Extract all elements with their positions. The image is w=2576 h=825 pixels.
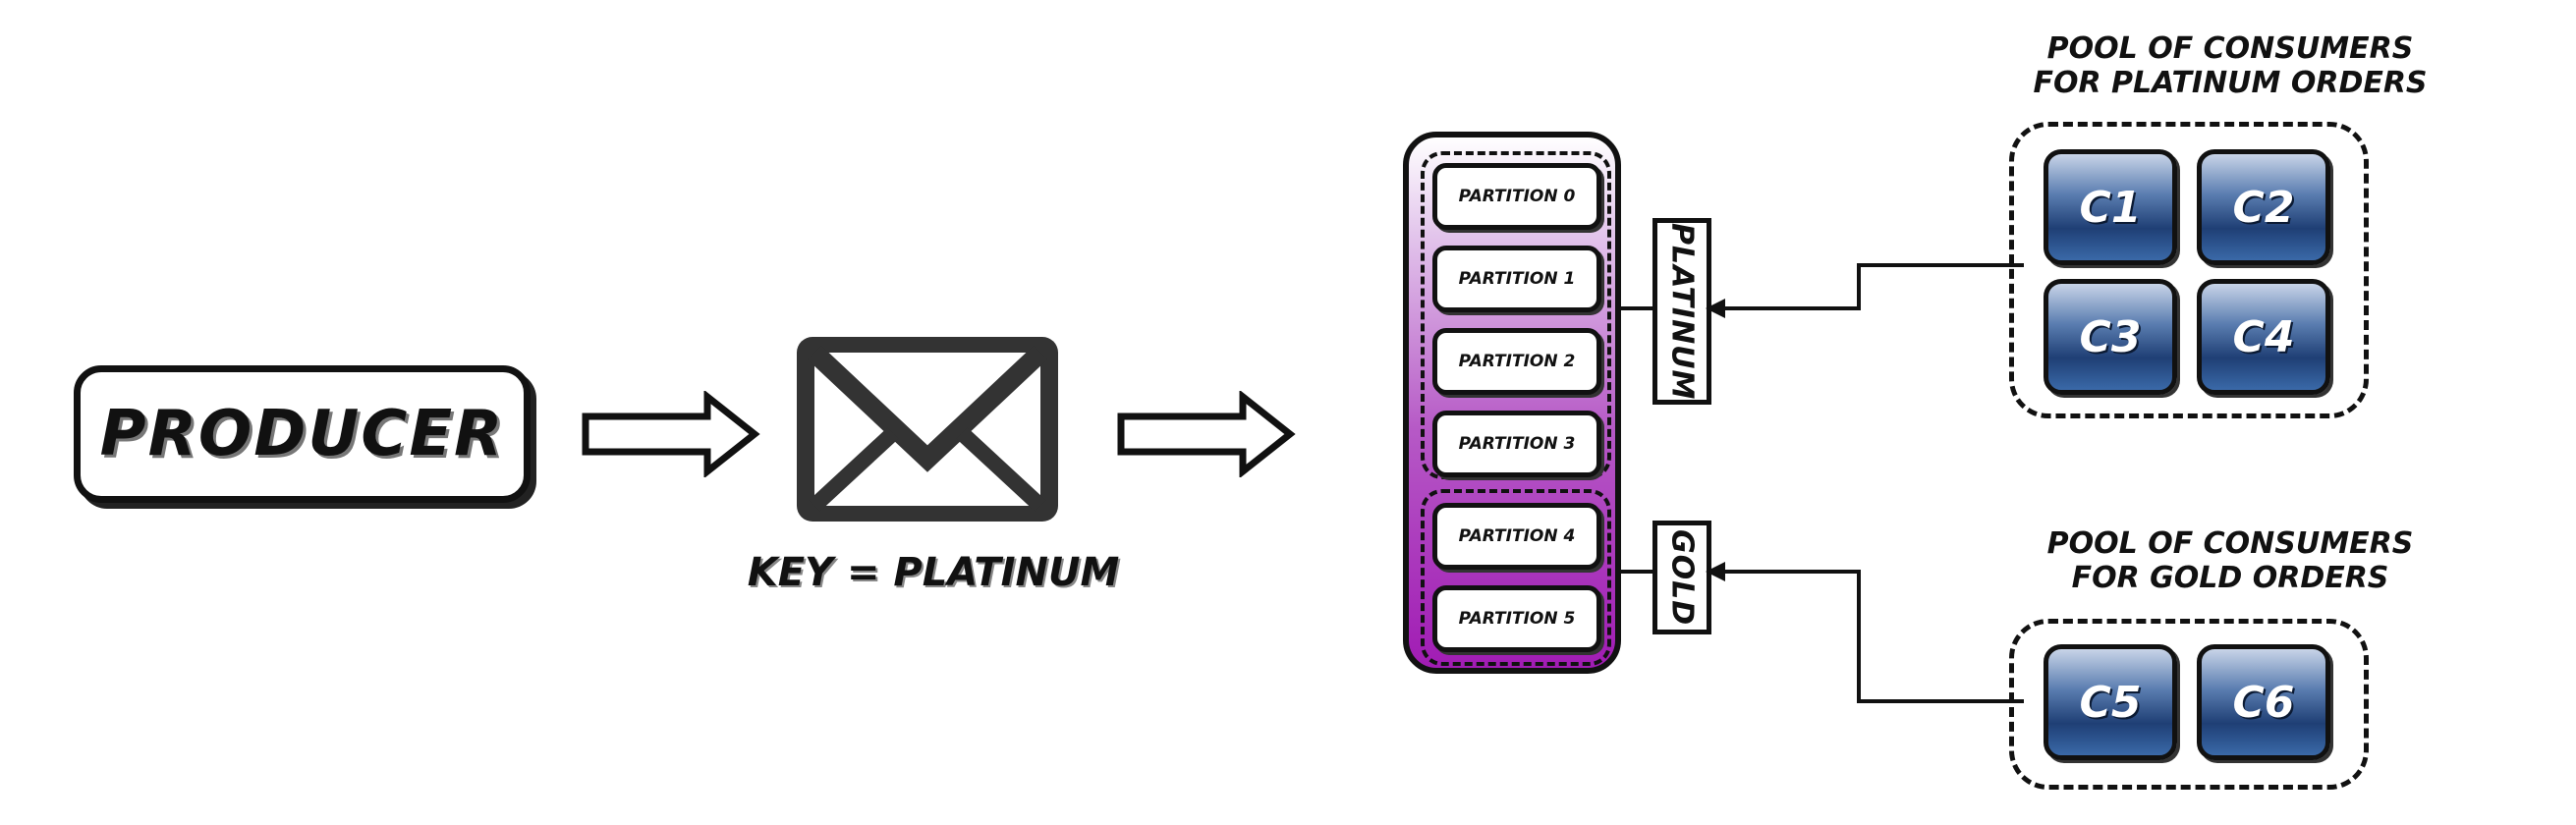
partition-3: PARTITION 3 bbox=[1432, 411, 1601, 477]
partition-1: PARTITION 1 bbox=[1432, 246, 1601, 312]
platinum-partition-group bbox=[1421, 151, 1611, 479]
gold-group-label: GOLD bbox=[1652, 521, 1711, 634]
partition-5: PARTITION 5 bbox=[1432, 585, 1601, 652]
platinum-consumer-pool bbox=[2009, 122, 2369, 418]
consumer-c1: C1 bbox=[2044, 149, 2177, 265]
partition-2: PARTITION 2 bbox=[1432, 328, 1601, 395]
producer-box: PRODUCER bbox=[74, 365, 531, 503]
message-key-label: KEY = PLATINUM bbox=[747, 550, 1120, 595]
platinum-group-label: PLATINUM bbox=[1652, 218, 1711, 405]
consumer-c4: C4 bbox=[2197, 279, 2330, 395]
arrow-message-to-topic bbox=[1117, 391, 1296, 477]
producer-label: PRODUCER bbox=[99, 398, 505, 470]
gold-consumer-pool bbox=[2009, 619, 2369, 790]
consumer-c3: C3 bbox=[2044, 279, 2177, 395]
gold-pool-title: POOL OF CONSUMERS FOR GOLD ORDERS bbox=[2046, 526, 2414, 595]
consumer-c5: C5 bbox=[2044, 644, 2177, 760]
envelope-icon bbox=[797, 337, 1058, 522]
partition-4: PARTITION 4 bbox=[1432, 503, 1601, 570]
consumer-c6: C6 bbox=[2197, 644, 2330, 760]
arrow-producer-to-message bbox=[582, 391, 760, 477]
gold-partition-group bbox=[1421, 489, 1611, 666]
partition-0: PARTITION 0 bbox=[1432, 163, 1601, 230]
consumer-c2: C2 bbox=[2197, 149, 2330, 265]
topic-container: PARTITION 0 PARTITION 1 PARTITION 2 PART… bbox=[1403, 132, 1621, 674]
platinum-pool-title: POOL OF CONSUMERS FOR PLATINUM ORDERS bbox=[2033, 31, 2428, 100]
connector-lines bbox=[1615, 263, 2024, 703]
